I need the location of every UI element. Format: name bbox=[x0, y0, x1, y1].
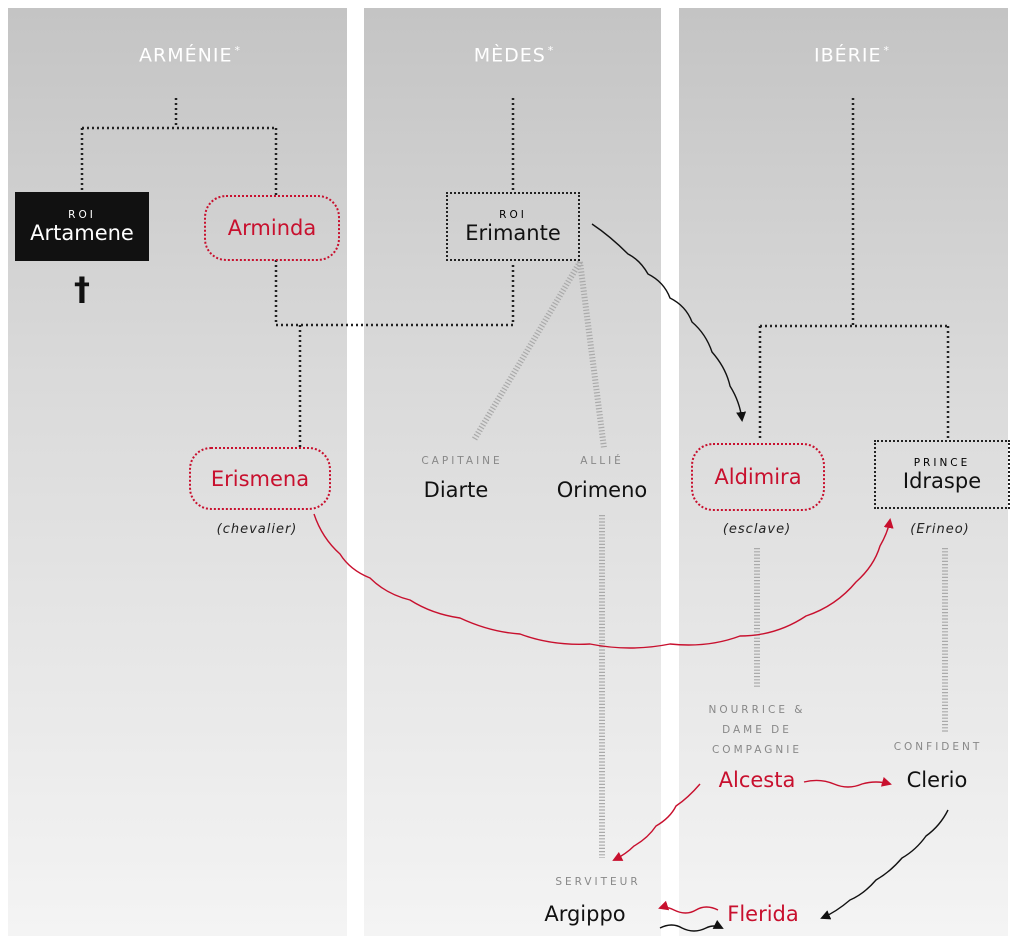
clerio-title: CONFIDENT bbox=[893, 741, 983, 753]
erismena-note: (chevalier) bbox=[216, 522, 298, 537]
erismena-name: Erismena bbox=[210, 466, 310, 491]
column-iberie bbox=[679, 8, 1008, 936]
argippo-title: SERVITEUR bbox=[555, 876, 641, 888]
arrow-alcesta-to-clerio bbox=[803, 776, 892, 788]
arrow-clerio-to-flerida bbox=[820, 809, 949, 920]
erimante-name: Erimante bbox=[465, 220, 561, 245]
arrow-alcesta-to-argippo bbox=[612, 783, 701, 861]
arrow-argippo-to-flerida bbox=[659, 919, 724, 932]
diarte-name: Diarte bbox=[423, 478, 489, 502]
aldimira-name: Aldimira bbox=[714, 465, 802, 489]
column-medes bbox=[364, 8, 661, 936]
region-armenie: ARMÉNIE* bbox=[139, 44, 241, 67]
artamene-name: Artamene bbox=[30, 220, 134, 245]
armenie-family-lines bbox=[80, 98, 515, 447]
clerio-name: Clerio bbox=[906, 768, 968, 792]
node-aldimira: Aldimira bbox=[691, 443, 825, 511]
region-medes: MÈDES* bbox=[473, 44, 555, 67]
alcesta-title-line-3: COMPAGNIE bbox=[711, 744, 803, 756]
orimeno-title: ALLIÉ bbox=[580, 455, 624, 467]
alcesta-title: NOURRICE & DAME DE COMPAGNIE bbox=[709, 700, 806, 760]
node-idraspe: PRINCE Idraspe bbox=[874, 440, 1010, 509]
region-iberie: IBÉRIE* bbox=[814, 44, 890, 67]
column-armenie bbox=[8, 8, 347, 936]
diarte-title: CAPITAINE bbox=[421, 455, 503, 467]
arminda-name: Arminda bbox=[227, 216, 317, 240]
alcesta-name: Alcesta bbox=[718, 768, 796, 792]
arrow-erismena-to-idraspe bbox=[313, 513, 894, 649]
alcesta-title-line-1: NOURRICE & bbox=[708, 704, 806, 716]
node-artamene: ROI Artamene bbox=[15, 192, 149, 261]
node-erismena: Erismena bbox=[189, 447, 331, 510]
idraspe-name: Idraspe bbox=[902, 468, 982, 493]
arrow-flerida-to-argippo bbox=[658, 900, 719, 914]
orimeno-name: Orimeno bbox=[556, 478, 648, 502]
artamene-title: ROI bbox=[68, 208, 96, 221]
arrow-erimante-to-aldimira bbox=[591, 223, 747, 422]
erimante-title: ROI bbox=[499, 208, 527, 221]
flerida-name: Flerida bbox=[727, 902, 799, 926]
idraspe-note: (Erineo) bbox=[910, 522, 970, 537]
alcesta-title-line-2: DAME DE bbox=[722, 724, 792, 736]
node-erimante: ROI Erimante bbox=[446, 192, 580, 261]
idraspe-title: PRINCE bbox=[913, 456, 971, 469]
dagger-icon: † bbox=[74, 270, 90, 308]
iberie-family-lines bbox=[758, 98, 950, 440]
service-lines bbox=[471, 260, 948, 858]
aldimira-note: (esclave) bbox=[722, 522, 792, 537]
node-arminda: Arminda bbox=[204, 195, 340, 261]
argippo-name: Argippo bbox=[544, 902, 626, 926]
